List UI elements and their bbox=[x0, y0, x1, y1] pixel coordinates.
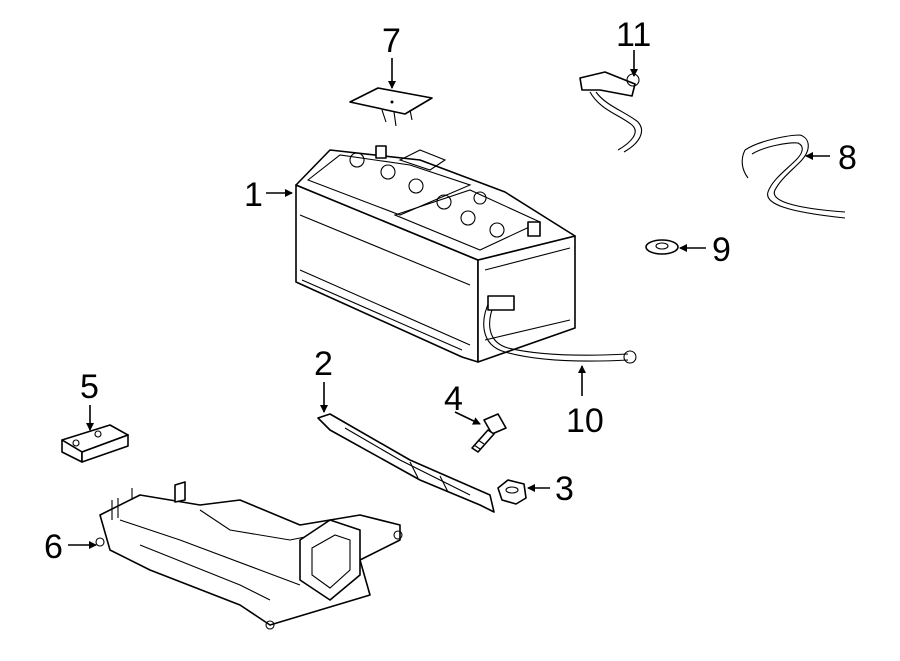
bolt-part bbox=[471, 413, 507, 453]
callout-5: 5 bbox=[80, 368, 99, 406]
leader-4 bbox=[454, 411, 481, 425]
callout-2: 2 bbox=[314, 345, 333, 383]
callout-6: 6 bbox=[44, 528, 63, 566]
terminal-cable-part bbox=[579, 71, 642, 153]
callout-1: 1 bbox=[244, 176, 263, 214]
battery-part bbox=[295, 145, 637, 364]
strap-part bbox=[741, 134, 846, 219]
hold-down-bracket-part bbox=[317, 413, 495, 513]
nut-part bbox=[497, 479, 527, 505]
leader-arrows bbox=[68, 50, 830, 549]
callout-7: 7 bbox=[382, 22, 401, 60]
callout-3: 3 bbox=[555, 470, 574, 508]
callout-labels: 1 2 3 4 5 6 7 8 9 10 11 bbox=[44, 16, 857, 566]
battery-tray-part bbox=[95, 481, 403, 630]
callout-11: 11 bbox=[616, 16, 651, 54]
callout-4: 4 bbox=[444, 380, 463, 418]
clip-part bbox=[61, 424, 129, 463]
washer-part bbox=[645, 239, 679, 255]
callout-10: 10 bbox=[566, 402, 604, 440]
callout-9: 9 bbox=[712, 231, 731, 269]
callout-8: 8 bbox=[838, 139, 857, 177]
cover-part bbox=[349, 87, 433, 127]
